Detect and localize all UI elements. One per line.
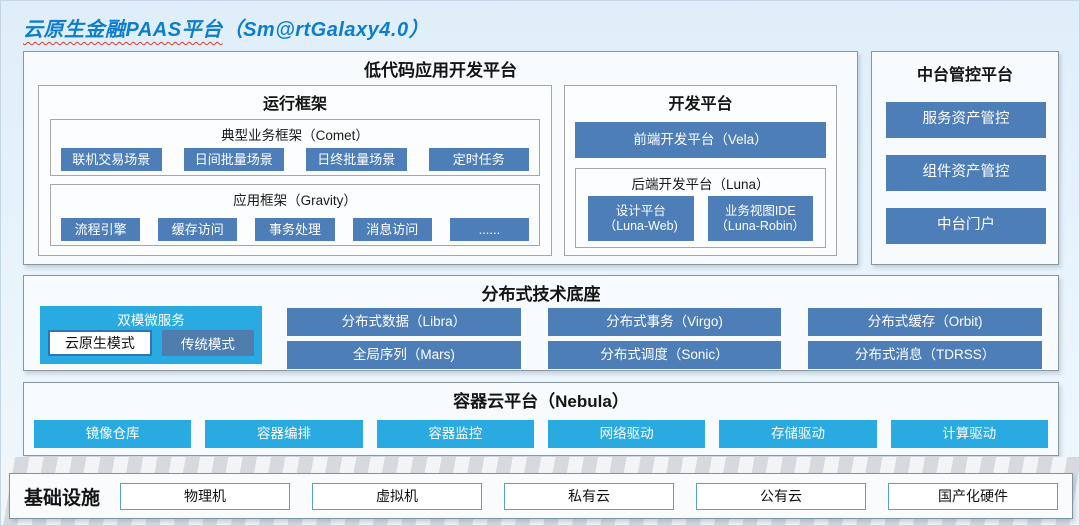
node-distributed-transaction-virgo: 分布式事务（Virgo) bbox=[547, 308, 782, 336]
node-cloud-native-mode: 云原生模式 bbox=[48, 330, 152, 356]
node-storage-driver: 存储驱动 bbox=[719, 420, 877, 448]
node-public-cloud: 公有云 bbox=[696, 482, 867, 510]
dev-platform-title: 开发平台 bbox=[668, 96, 733, 113]
node-online-transaction: 联机交易场景 bbox=[61, 148, 162, 171]
node-traditional-mode: 传统模式 bbox=[161, 330, 254, 356]
gravity-node-row: 流程引擎 缓存访问 事务处理 消息访问 ...... bbox=[61, 218, 530, 241]
distributed-base-title: 分布式技术底座 bbox=[481, 285, 601, 304]
runtime-framework-box: 运行框架 典型业务框架（Comet） 联机交易场景 日间批量场景 日终批量场景 … bbox=[38, 85, 552, 256]
node-luna-web-line2: （Luna-Web) bbox=[603, 218, 678, 233]
runtime-framework-title: 运行框架 bbox=[262, 96, 327, 113]
low-code-platform-section: 低代码应用开发平台 运行框架 典型业务框架（Comet） 联机交易场景 日间批量… bbox=[23, 51, 858, 265]
page-title: 云原生金融PAAS平台（Sm@rtGalaxy4.0） bbox=[23, 13, 429, 42]
page-title-suffix: （Sm@rtGalaxy4.0） bbox=[222, 19, 430, 41]
container-cloud-title: 容器云平台（Nebula） bbox=[453, 392, 629, 411]
infrastructure-item-row: 物理机 虚拟机 私有云 公有云 国产化硬件 bbox=[120, 482, 1059, 510]
middle-platform-section: 中台管控平台 服务资产管控 组件资产管控 中台门户 bbox=[871, 51, 1059, 265]
node-compute-driver: 计算驱动 bbox=[890, 420, 1048, 448]
dev-platform-box: 开发平台 前端开发平台（Vela） 后端开发平台（Luna） 设计平台 （Lun… bbox=[564, 85, 837, 256]
middle-platform-title: 中台管控平台 bbox=[916, 67, 1013, 84]
node-distributed-cache-orbit: 分布式缓存（Orbit) bbox=[808, 308, 1042, 336]
infrastructure-section: 基础设施 物理机 虚拟机 私有云 公有云 国产化硬件 bbox=[9, 473, 1073, 519]
container-cloud-section: 容器云平台（Nebula） 镜像仓库 容器编排 容器监控 网络驱动 存储驱动 计… bbox=[23, 382, 1059, 456]
gravity-title: 应用框架（Gravity） bbox=[233, 193, 357, 208]
node-distributed-scheduling-sonic: 分布式调度（Sonic） bbox=[547, 341, 782, 369]
node-transaction-processing: 事务处理 bbox=[255, 218, 335, 241]
node-scheduled-task: 定时任务 bbox=[428, 148, 529, 171]
node-physical-machine: 物理机 bbox=[120, 482, 291, 510]
node-process-engine: 流程引擎 bbox=[61, 218, 141, 241]
dual-mode-row: 云原生模式 传统模式 bbox=[48, 330, 254, 356]
distributed-node-grid: 分布式数据（Libra） 分布式事务（Virgo) 分布式缓存（Orbit) 全… bbox=[287, 308, 1042, 369]
container-cloud-node-row: 镜像仓库 容器编排 容器监控 网络驱动 存储驱动 计算驱动 bbox=[34, 420, 1048, 448]
node-luna-web-line1: 设计平台 bbox=[615, 203, 666, 218]
node-component-asset-mgmt: 组件资产管控 bbox=[886, 155, 1046, 191]
node-distributed-message-tdrss: 分布式消息（TDRSS） bbox=[808, 341, 1042, 369]
node-middle-platform-portal: 中台门户 bbox=[886, 208, 1046, 244]
node-eod-batch: 日终批量场景 bbox=[306, 148, 407, 171]
low-code-platform-title: 低代码应用开发平台 bbox=[364, 61, 517, 80]
dual-mode-title: 双模微服务 bbox=[117, 313, 185, 328]
node-network-driver: 网络驱动 bbox=[547, 420, 706, 448]
node-luna-robin: 业务视图IDE （Luna-Robin） bbox=[707, 196, 813, 241]
luna-title: 后端开发平台（Luna） bbox=[631, 177, 770, 192]
node-container-orchestration: 容器编排 bbox=[205, 420, 363, 448]
comet-node-row: 联机交易场景 日间批量场景 日终批量场景 定时任务 bbox=[61, 148, 529, 171]
comet-framework-box: 典型业务框架（Comet） 联机交易场景 日间批量场景 日终批量场景 定时任务 bbox=[50, 119, 540, 176]
node-virtual-machine: 虚拟机 bbox=[312, 482, 483, 510]
distributed-base-section: 分布式技术底座 双模微服务 云原生模式 传统模式 分布式数据（Libra） 分布… bbox=[23, 275, 1059, 371]
node-luna-robin-line2: （Luna-Robin） bbox=[715, 218, 806, 233]
node-image-repository: 镜像仓库 bbox=[34, 420, 192, 448]
luna-node-row: 设计平台 （Luna-Web) 业务视图IDE （Luna-Robin） bbox=[588, 196, 813, 241]
page-title-main: 云原生金融PAAS平台 bbox=[23, 19, 223, 41]
dual-mode-microservice-box: 双模微服务 云原生模式 传统模式 bbox=[40, 306, 262, 364]
node-private-cloud: 私有云 bbox=[504, 482, 675, 510]
node-ellipsis: ...... bbox=[449, 218, 530, 241]
node-domestic-hardware: 国产化硬件 bbox=[888, 482, 1059, 510]
node-service-asset-mgmt: 服务资产管控 bbox=[886, 102, 1046, 138]
node-vela-frontend: 前端开发平台（Vela） bbox=[575, 122, 826, 158]
node-luna-robin-line1: 业务视图IDE bbox=[724, 203, 796, 218]
node-container-monitoring: 容器监控 bbox=[376, 420, 534, 448]
luna-backend-box: 后端开发平台（Luna） 设计平台 （Luna-Web) 业务视图IDE （Lu… bbox=[575, 168, 826, 248]
node-luna-web: 设计平台 （Luna-Web) bbox=[588, 196, 694, 241]
node-global-sequence-mars: 全局序列（Mars) bbox=[287, 341, 521, 369]
node-daytime-batch: 日间批量场景 bbox=[183, 148, 284, 171]
node-distributed-data-libra: 分布式数据（Libra） bbox=[287, 308, 521, 336]
infrastructure-title: 基础设施 bbox=[24, 487, 101, 509]
gravity-framework-box: 应用框架（Gravity） 流程引擎 缓存访问 事务处理 消息访问 ...... bbox=[50, 184, 540, 246]
node-message-access: 消息访问 bbox=[352, 218, 432, 241]
node-cache-access: 缓存访问 bbox=[158, 218, 238, 241]
comet-title: 典型业务框架（Comet） bbox=[221, 128, 369, 143]
